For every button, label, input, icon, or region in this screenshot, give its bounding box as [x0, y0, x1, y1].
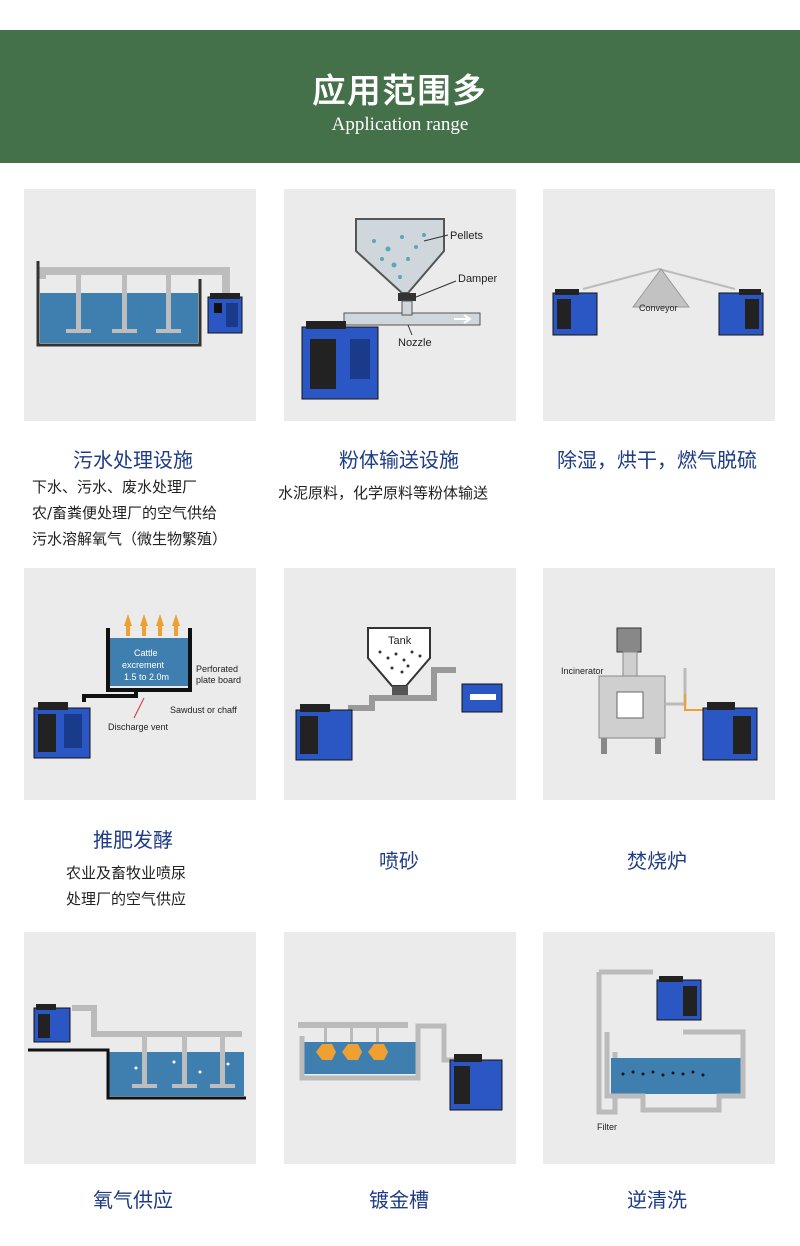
desc-compost: 农业及畜牧业喷尿 处理厂的空气供应 [66, 860, 186, 912]
label-sawdust: Sawdust or chaff [170, 705, 237, 715]
caption-plating: 镀金槽 [369, 1188, 429, 1212]
caption-compost: 推肥发酵 [93, 828, 173, 852]
card-sandblast-illustration: Tank [284, 568, 516, 800]
card-compost-illustration: Cattle excrement 1.5 to 2.0m Perforated … [24, 568, 256, 800]
caption-sandblast: 喷砂 [379, 849, 419, 873]
label-filter: Filter [597, 1122, 617, 1132]
desc-line: 处理厂的空气供应 [66, 890, 187, 908]
page-subtitle: Application range [331, 114, 469, 135]
card-backwash-illustration: Filter [543, 932, 775, 1164]
page-title: 应用范围多 [312, 71, 488, 110]
caption-powder: 粉体输送设施 [339, 448, 459, 472]
label-cattle-3: 1.5 to 2.0m [124, 672, 169, 682]
desc-line: 污水溶解氧气（微生物繁殖） [32, 530, 228, 548]
label-incinerator: Incinerator [561, 666, 604, 676]
label-tank: Tank [388, 635, 412, 647]
desc-line: 水泥原料，化学原料等粉体输送 [278, 484, 489, 502]
label-perforated-1: Perforated [196, 664, 238, 674]
label-nozzle: Nozzle [398, 337, 432, 349]
card-drying-illustration: Conveyor [543, 189, 775, 421]
label-conveyor: Conveyor [639, 303, 678, 313]
label-discharge-vent: Discharge vent [108, 722, 169, 732]
card-sewage-illustration [24, 189, 256, 421]
card-powder-illustration: Pellets Damper Nozzle [284, 189, 516, 421]
label-perforated-2: plate board [196, 675, 241, 685]
card-plating-illustration [284, 932, 516, 1164]
caption-drying: 除湿，烘干，燃气脱硫 [557, 448, 757, 472]
desc-powder: 水泥原料，化学原料等粉体输送 [278, 480, 488, 506]
desc-line: 农/畜粪便处理厂的空气供给 [32, 504, 218, 522]
label-pellets: Pellets [450, 230, 484, 242]
caption-backwash: 逆清洗 [627, 1188, 687, 1212]
header-banner: 应用范围多 Application range [0, 30, 800, 163]
label-damper: Damper [458, 273, 497, 285]
desc-sewage: 下水、污水、废水处理厂 农/畜粪便处理厂的空气供给 污水溶解氧气（微生物繁殖） [32, 474, 227, 552]
label-cattle-1: Cattle [134, 648, 158, 658]
caption-incinerator: 焚烧炉 [627, 849, 687, 873]
desc-line: 农业及畜牧业喷尿 [66, 864, 187, 882]
card-oxygen-illustration [24, 932, 256, 1164]
caption-oxygen: 氧气供应 [93, 1188, 173, 1212]
card-incinerator-illustration: Incinerator [543, 568, 775, 800]
caption-sewage: 污水处理设施 [73, 448, 193, 472]
label-cattle-2: excrement [122, 660, 165, 670]
desc-line: 下水、污水、废水处理厂 [32, 478, 198, 496]
